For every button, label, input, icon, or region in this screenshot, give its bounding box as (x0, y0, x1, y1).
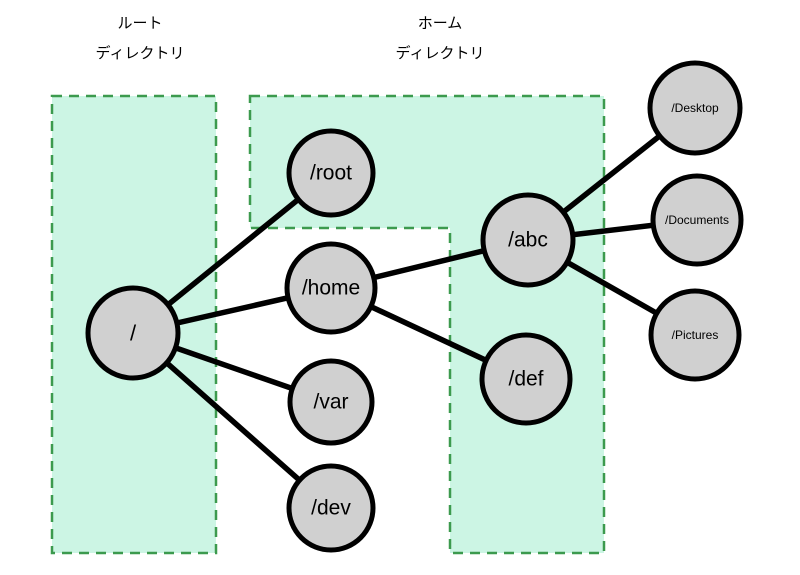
node-documents-circle[interactable] (650, 173, 744, 267)
node-abc-circle[interactable] (480, 192, 576, 288)
node-desktop-circle[interactable] (647, 60, 743, 156)
node-root-dir-circle[interactable] (286, 128, 376, 218)
node-var-circle[interactable] (287, 358, 375, 446)
node-var[interactable]: /var (287, 358, 375, 446)
node-def-label: /def (508, 368, 543, 391)
node-documents[interactable]: /Documents (650, 173, 744, 267)
home-directory-label-line2: ディレクトリ (396, 44, 485, 62)
node-def-circle[interactable] (479, 332, 573, 426)
node-pictures[interactable]: /Pictures (648, 288, 742, 382)
node-dev-circle[interactable] (286, 463, 376, 553)
node-root-dir[interactable]: /root (286, 128, 376, 218)
node-home-label: /home (302, 277, 360, 300)
node-pictures-label: /Pictures (672, 328, 719, 342)
node-root-circle[interactable] (85, 285, 181, 381)
root-directory-label-line2: ディレクトリ (96, 44, 185, 62)
node-abc-label: /abc (508, 229, 548, 252)
root-directory-label-line1: ルート (117, 15, 162, 32)
node-desktop-label: /Desktop (671, 101, 719, 115)
node-pictures-circle[interactable] (648, 288, 742, 382)
node-documents-label: /Documents (665, 213, 729, 227)
node-dev-label: /dev (311, 497, 351, 520)
node-dev[interactable]: /dev (286, 463, 376, 553)
node-var-label: /var (313, 391, 348, 414)
node-desktop[interactable]: /Desktop (647, 60, 743, 156)
node-root-label: / (130, 321, 137, 346)
node-root[interactable]: / (85, 285, 181, 381)
node-home[interactable]: /home (284, 241, 378, 335)
node-def[interactable]: /def (479, 332, 573, 426)
node-root-dir-label: /root (310, 162, 352, 185)
home-directory-label-line1: ホーム (418, 15, 463, 32)
node-home-circle[interactable] (284, 241, 378, 335)
node-abc[interactable]: /abc (480, 192, 576, 288)
